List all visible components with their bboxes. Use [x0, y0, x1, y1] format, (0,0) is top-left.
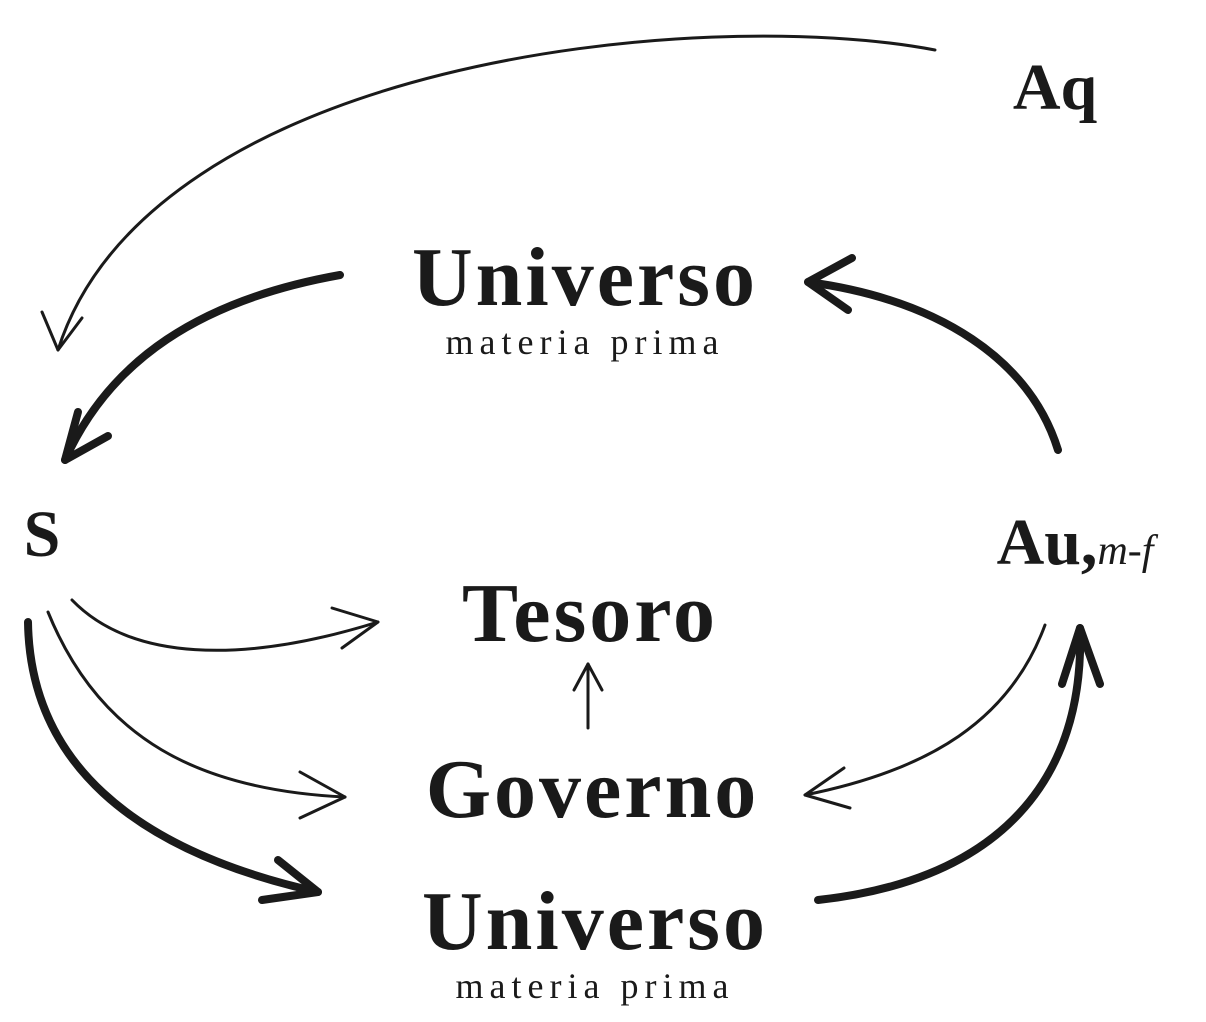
- arrowhead-universo-top-to-s: [61, 408, 112, 464]
- node-aq: Aq: [1012, 51, 1098, 124]
- node-governo: Governo: [425, 743, 760, 836]
- node-tesoro: Tesoro: [461, 567, 719, 660]
- au-sublabel: m-f: [1097, 528, 1154, 574]
- au-label: Au,: [996, 506, 1098, 579]
- arrowhead-au-to-universo-top: [804, 254, 856, 314]
- arrow-au-to-universo-top: [804, 278, 1062, 454]
- arrowhead-s-to-tesoro: [330, 606, 380, 650]
- arrowhead-aq-to-s: [40, 310, 84, 352]
- arrowhead-au-to-governo: [803, 766, 852, 810]
- arrow-universo-top-to-s: [61, 271, 344, 464]
- arrow-universo-bottom-to-au: [814, 624, 1085, 904]
- node-universo-top: Universo materia prima: [395, 231, 775, 362]
- arrow-s-to-universo-bottom: [24, 618, 322, 896]
- arrowhead-s-to-universo-bottom: [258, 856, 322, 904]
- arrow-s-to-tesoro: [70, 598, 380, 652]
- arrowhead-universo-bottom-to-au: [1058, 624, 1104, 688]
- universo-top-label: Universo: [412, 231, 758, 324]
- node-au: Au,m-f: [965, 510, 1185, 576]
- node-s: S: [23, 498, 61, 571]
- arrowhead-governo-to-tesoro: [572, 662, 604, 692]
- universo-bottom-sublabel: materia prima: [455, 966, 735, 1006]
- arrowhead-s-to-governo: [298, 770, 347, 820]
- arrow-au-to-governo: [803, 623, 1047, 797]
- arrow-s-to-governo: [46, 610, 347, 799]
- universo-top-sublabel: materia prima: [445, 322, 725, 362]
- arrow-aq-to-s: [56, 34, 937, 352]
- node-universo-bottom: Universo materia prima: [405, 875, 785, 1006]
- universo-bottom-label: Universo: [422, 875, 768, 968]
